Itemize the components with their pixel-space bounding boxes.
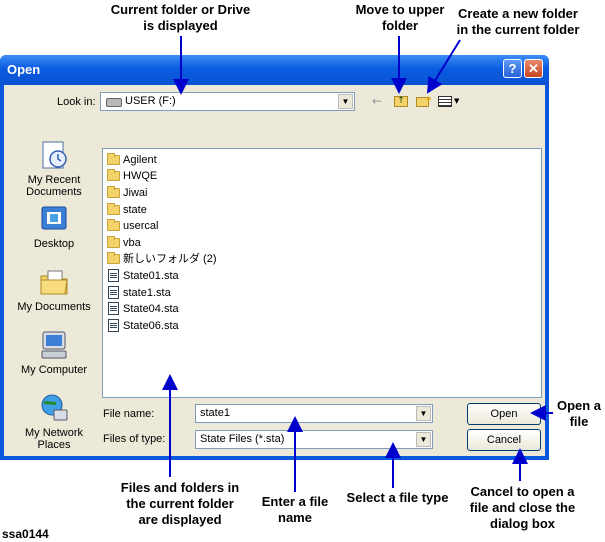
folder-item[interactable]: Agilent — [107, 152, 157, 168]
place-label: My Computer — [20, 364, 88, 376]
annotation-new-folder: Create a new folder in the current folde… — [456, 6, 580, 37]
look-in-dropdown-icon[interactable]: ▼ — [338, 94, 353, 109]
folder-icon — [107, 252, 120, 264]
annotation-open: Open a file — [556, 398, 602, 429]
folder-item[interactable]: 新しいフォルダ (2) — [107, 251, 217, 267]
folder-icon — [107, 203, 120, 215]
look-in-label: Look in: — [57, 96, 96, 108]
cancel-button[interactable]: Cancel — [467, 429, 541, 451]
place-desktop[interactable]: Desktop — [8, 203, 100, 250]
folder-icon — [107, 236, 120, 248]
close-button[interactable]: ✕ — [524, 59, 543, 78]
file-type-select[interactable]: State Files (*.sta) ▼ — [195, 430, 433, 449]
file-item[interactable]: State01.sta — [107, 268, 179, 284]
desktop-icon — [38, 203, 70, 235]
dialog-client: Look in: USER (F:) ▼ ← ↑ ✶ ▼ My Recent D… — [4, 85, 545, 456]
new-folder-icon[interactable]: ✶ — [414, 93, 433, 109]
folder-item[interactable]: HWQE — [107, 168, 157, 184]
open-dialog: Open ? ✕ Look in: USER (F:) ▼ ← ↑ ✶ ▼ — [0, 55, 549, 460]
title-bar[interactable]: Open ? ✕ — [0, 55, 549, 85]
file-name-dropdown-icon[interactable]: ▼ — [416, 406, 431, 421]
folder-item[interactable]: vba — [107, 235, 141, 251]
folder-icon — [107, 219, 120, 231]
look-in-combo[interactable]: USER (F:) ▼ — [100, 92, 355, 111]
place-label: My Network Places — [24, 427, 84, 451]
place-label: Desktop — [33, 238, 75, 250]
file-item[interactable]: State04.sta — [107, 301, 179, 317]
help-button[interactable]: ? — [503, 59, 522, 78]
place-my-documents[interactable]: My Documents — [8, 266, 100, 313]
place-network[interactable]: My Network Places — [8, 392, 100, 451]
annotation-files-folders: Files and folders in the current folder … — [120, 480, 240, 527]
sta-file-icon — [108, 319, 119, 332]
folder-item[interactable]: usercal — [107, 218, 158, 234]
annotation-current-folder: Current folder or Drive is displayed — [110, 2, 251, 33]
up-folder-icon[interactable]: ↑ — [392, 93, 410, 109]
file-list[interactable]: Agilent HWQE Jiwai state usercal vba 新しい… — [102, 148, 542, 398]
file-item[interactable]: state1.sta — [107, 285, 171, 301]
place-recent-documents[interactable]: My Recent Documents — [8, 139, 100, 198]
annotation-upper-folder: Move to upper folder — [355, 2, 445, 33]
folder-icon — [107, 186, 120, 198]
place-label: My Documents — [17, 301, 91, 313]
drive-icon — [106, 98, 122, 107]
file-item[interactable]: State06.sta — [107, 318, 179, 334]
folder-icon — [107, 153, 120, 165]
sta-file-icon — [108, 302, 119, 315]
file-name-field[interactable]: state1 ▼ — [195, 404, 433, 423]
network-places-icon — [38, 392, 70, 424]
folder-item[interactable]: Jiwai — [107, 185, 147, 201]
annotation-cancel: Cancel to open a file and close the dial… — [469, 484, 576, 531]
place-label: My Recent Documents — [26, 174, 82, 198]
annotation-file-type: Select a file type — [346, 490, 449, 505]
my-computer-icon — [38, 329, 70, 361]
look-in-value: USER (F:) — [125, 95, 176, 107]
folder-icon — [107, 169, 120, 181]
place-my-computer[interactable]: My Computer — [8, 329, 100, 376]
annotation-enter-name: Enter a file name — [261, 494, 329, 525]
back-icon[interactable]: ← — [371, 94, 383, 108]
file-type-label: Files of type: — [103, 433, 166, 445]
folder-item[interactable]: state — [107, 202, 147, 218]
file-type-dropdown-icon[interactable]: ▼ — [416, 432, 431, 447]
recent-documents-icon — [38, 139, 70, 171]
my-documents-icon — [38, 266, 70, 298]
figure-id: ssa0144 — [2, 527, 49, 541]
places-bar: My Recent Documents Desktop My Documents… — [8, 139, 100, 451]
open-button[interactable]: Open — [467, 403, 541, 425]
file-type-value: State Files (*.sta) — [200, 433, 285, 445]
sta-file-icon — [108, 286, 119, 299]
file-name-value: state1 — [200, 407, 230, 419]
sta-file-icon — [108, 269, 119, 282]
window-title: Open — [7, 62, 41, 77]
view-menu-icon[interactable]: ▼ — [436, 93, 462, 109]
file-name-label: File name: — [103, 408, 155, 420]
